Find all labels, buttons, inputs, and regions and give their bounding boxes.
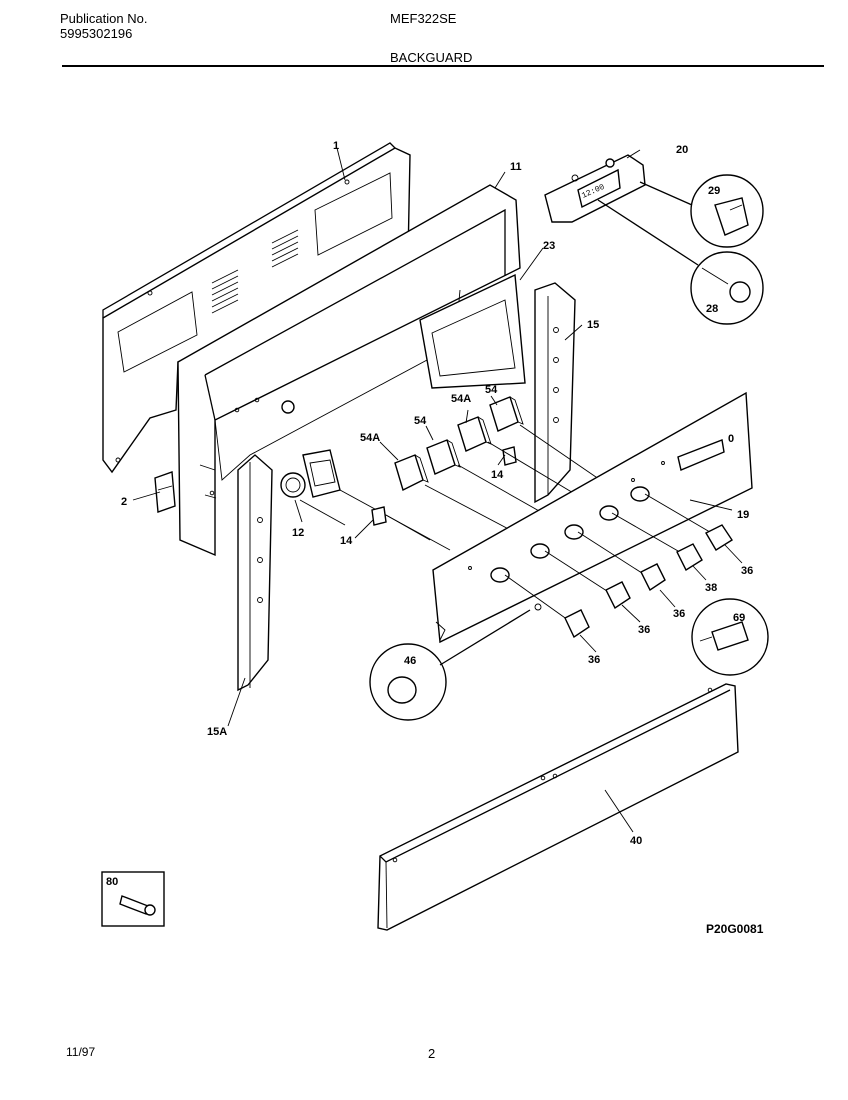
model-number: MEF322SE [390, 11, 457, 26]
callout-46: 46 [404, 655, 416, 667]
trim-strip [377, 683, 739, 931]
callout-labels: 1 11 20 29 23 28 15 54A 54 54A 54 14 2 1… [106, 140, 753, 888]
callout-36-3: 36 [638, 624, 650, 636]
callout-36-2: 36 [673, 608, 685, 620]
callout-36-1: 36 [741, 565, 753, 577]
push-button-detail [597, 199, 764, 325]
clock-knob-detail [639, 174, 764, 248]
clock-module: 12:00 [544, 154, 646, 223]
backguard-housing [177, 184, 521, 557]
callout-54a-2: 54A [451, 393, 471, 405]
right-end-bracket [534, 282, 576, 504]
control-knobs [504, 493, 733, 639]
callout-15: 15 [587, 319, 599, 331]
callout-12: 12 [292, 527, 304, 539]
clip-14-lower [371, 506, 431, 541]
callout-28: 28 [706, 303, 718, 315]
infinite-switch-3 [457, 416, 586, 501]
element-switch [280, 449, 451, 551]
date-code: 11/97 [66, 1045, 96, 1059]
screw-detail-69 [691, 598, 769, 676]
callout-29: 29 [708, 185, 720, 197]
infinite-switch-1 [394, 454, 521, 536]
callout-54-2: 54 [485, 384, 498, 396]
callout-80: 80 [106, 876, 118, 888]
callout-69: 69 [733, 612, 745, 624]
header-rule [62, 65, 824, 67]
callout-14-2: 14 [340, 535, 353, 547]
callout-15a: 15A [207, 726, 227, 738]
callout-1: 1 [333, 140, 339, 152]
clip-14-upper [502, 446, 517, 466]
callout-54a-1: 54A [360, 432, 380, 444]
page-number: 2 [428, 1046, 436, 1061]
svg-text:0: 0 [728, 433, 734, 445]
callout-11: 11 [510, 161, 522, 173]
publication-label: Publication No. [60, 11, 148, 26]
callout-20: 20 [676, 144, 688, 156]
left-end-bracket [237, 454, 273, 692]
screw-detail-80 [101, 871, 165, 927]
leader-lines [132, 147, 743, 833]
infinite-switch-2 [426, 439, 556, 521]
callout-54-1: 54 [414, 415, 427, 427]
side-bracket-2 [154, 471, 176, 513]
bracket-frame [419, 273, 526, 389]
button-detail-46 [369, 609, 531, 721]
infinite-switch-4 [489, 396, 613, 489]
rear-panel [102, 142, 411, 474]
callout-2: 2 [121, 496, 127, 508]
callout-23: 23 [543, 240, 555, 252]
callout-40: 40 [630, 835, 642, 847]
control-panel: 0 [432, 391, 753, 644]
callout-36-4: 36 [588, 654, 600, 666]
section-title: BACKGUARD [390, 50, 473, 65]
diagram-code: P20G0081 [706, 922, 764, 936]
callout-14-1: 14 [491, 469, 504, 481]
publication-number: 5995302196 [60, 26, 133, 41]
callout-19: 19 [737, 509, 749, 521]
callout-38: 38 [705, 582, 717, 594]
